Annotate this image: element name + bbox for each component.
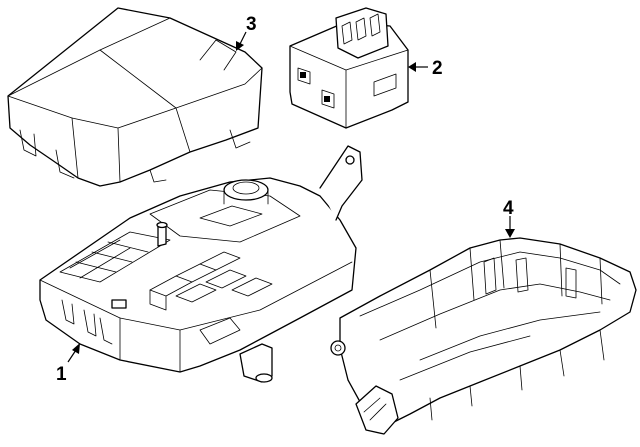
lower-housing-tray-part[interactable] — [330, 237, 637, 435]
callout-leaders — [67, 31, 515, 363]
relay-module-part[interactable] — [289, 7, 409, 129]
callout-label-2: 2 — [432, 58, 443, 79]
callout-label-4: 4 — [503, 198, 514, 219]
arrow-icon — [505, 229, 515, 238]
callout-label-1: 1 — [56, 364, 67, 385]
arrow-icon — [408, 62, 416, 72]
fuse-relay-box-part[interactable] — [39, 145, 363, 383]
arrow-icon — [72, 343, 80, 354]
callout-label-3: 3 — [246, 14, 257, 35]
box-cover-part[interactable] — [7, 7, 263, 187]
arrow-icon — [236, 41, 244, 51]
